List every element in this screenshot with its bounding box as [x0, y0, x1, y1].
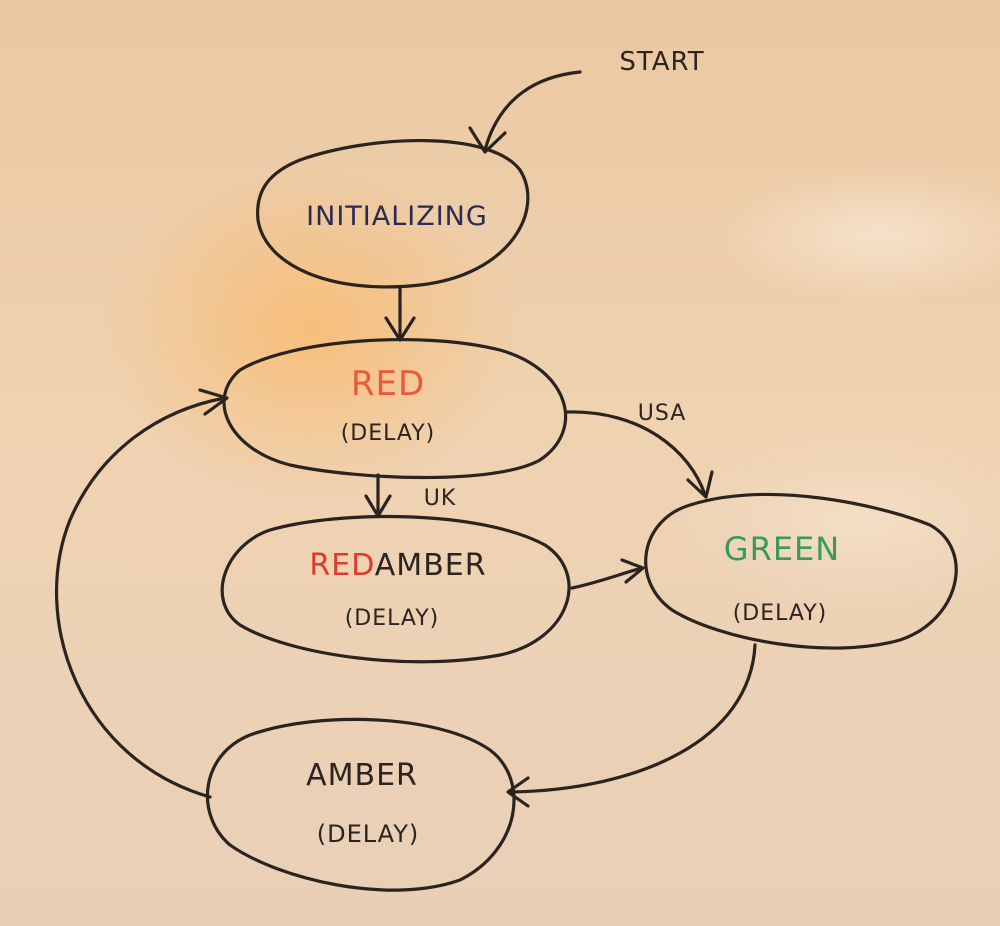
start-arrow [483, 70, 582, 152]
state-red-name: RED [351, 364, 425, 404]
state-green-outline [644, 492, 958, 650]
arrowhead-amber-to-red [198, 388, 229, 416]
state-redamber-name-part1: RED [309, 548, 374, 583]
arrowhead-green-to-amber [506, 776, 530, 808]
state-green-note: (DELAY) [733, 601, 828, 626]
arrow-red-to-green [565, 410, 707, 497]
transition-usa-label: USA [638, 401, 687, 426]
state-redamber-outline [220, 514, 571, 664]
start-label: START [619, 47, 704, 77]
state-amber-outline [205, 717, 516, 892]
arrowhead-red-to-green [686, 470, 714, 499]
arrow-redamber-to-green [570, 566, 644, 590]
state-redamber-name: REDAMBER [309, 548, 486, 583]
arrowhead-redamber-to-green [620, 558, 645, 584]
state-red-outline [222, 337, 568, 480]
state-initializing-outline [256, 139, 530, 289]
state-amber-note: (DELAY) [317, 820, 420, 848]
arrow-amber-to-red [55, 396, 227, 799]
state-initializing-name: INITIALIZING [306, 201, 488, 232]
start-arrowhead [468, 126, 507, 154]
state-red-note: (DELAY) [341, 421, 436, 446]
state-green-name: GREEN [724, 530, 840, 568]
state-redamber-name-part2: AMBER [375, 548, 487, 583]
state-amber-name: AMBER [306, 758, 418, 793]
state-redamber-note: (DELAY) [345, 606, 440, 631]
arrow-green-to-amber [508, 643, 757, 794]
transition-uk-label: UK [424, 486, 457, 511]
